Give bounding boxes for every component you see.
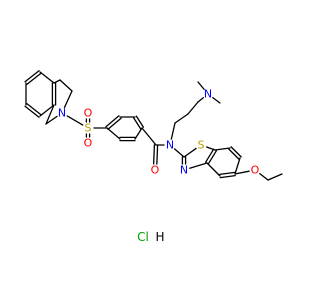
bond-line bbox=[26, 103, 42, 116]
atom-sulfonyl-oxygen-bottom: O bbox=[84, 137, 93, 150]
atom-ethoxy-oxygen: O bbox=[251, 164, 260, 177]
bond-line bbox=[174, 113, 189, 124]
bond-line bbox=[183, 147, 197, 158]
atom-dimethylamino-nitrogen: N bbox=[204, 88, 212, 101]
bond-line bbox=[24, 70, 40, 83]
molecule-structure-diagram: S O O N N O N S N O Cl H bbox=[24, 70, 283, 244]
atom-thiazole-nitrogen: N bbox=[180, 164, 188, 177]
bond-line bbox=[133, 117, 142, 130]
bond-line bbox=[197, 97, 204, 103]
bond-line bbox=[107, 117, 122, 130]
bond-line bbox=[207, 150, 218, 165]
bond-line bbox=[135, 115, 144, 128]
atom-thiazole-sulfur: S bbox=[198, 139, 205, 152]
atom-isoquinoline-nitrogen: N bbox=[58, 107, 66, 120]
bond-line bbox=[106, 127, 121, 140]
bond-line bbox=[45, 115, 58, 125]
bond-line bbox=[105, 115, 120, 128]
bond-line bbox=[230, 146, 242, 158]
bond-line bbox=[219, 171, 236, 176]
bond-line bbox=[212, 96, 221, 104]
salt-hydrogen: H bbox=[155, 230, 164, 244]
bond-line bbox=[26, 72, 42, 85]
bond-line bbox=[39, 71, 55, 84]
bond-line bbox=[45, 104, 55, 125]
bond-line bbox=[24, 105, 40, 118]
bond-line bbox=[187, 101, 199, 115]
bond-line bbox=[219, 174, 236, 179]
bond-line bbox=[66, 115, 84, 126]
bond-line bbox=[63, 90, 73, 109]
bond-line bbox=[234, 170, 250, 175]
bond-line bbox=[204, 148, 215, 163]
bond-line bbox=[197, 81, 205, 91]
bond-lines bbox=[24, 70, 283, 181]
bond-line bbox=[156, 144, 159, 165]
bond-line bbox=[141, 127, 157, 146]
bond-line bbox=[173, 148, 185, 158]
bond-line bbox=[189, 162, 208, 169]
bond-line bbox=[134, 127, 143, 140]
bond-line bbox=[152, 144, 156, 165]
salt-chlorine: Cl bbox=[137, 230, 149, 244]
bond-line bbox=[228, 148, 240, 160]
bond-line bbox=[206, 162, 221, 177]
bond-line bbox=[259, 173, 269, 181]
atom-amide-oxygen: O bbox=[151, 164, 160, 177]
bond-line bbox=[170, 122, 176, 140]
atom-sulfonyl-sulfur: S bbox=[85, 122, 92, 135]
bond-line bbox=[267, 173, 283, 181]
atom-sulfonyl-oxygen-top: O bbox=[84, 107, 93, 120]
bond-line bbox=[234, 157, 241, 175]
bond-line bbox=[214, 147, 231, 151]
atom-amide-nitrogen: N bbox=[166, 139, 174, 152]
bond-line bbox=[53, 79, 61, 84]
bond-line bbox=[59, 79, 73, 92]
bond-line bbox=[39, 104, 55, 117]
